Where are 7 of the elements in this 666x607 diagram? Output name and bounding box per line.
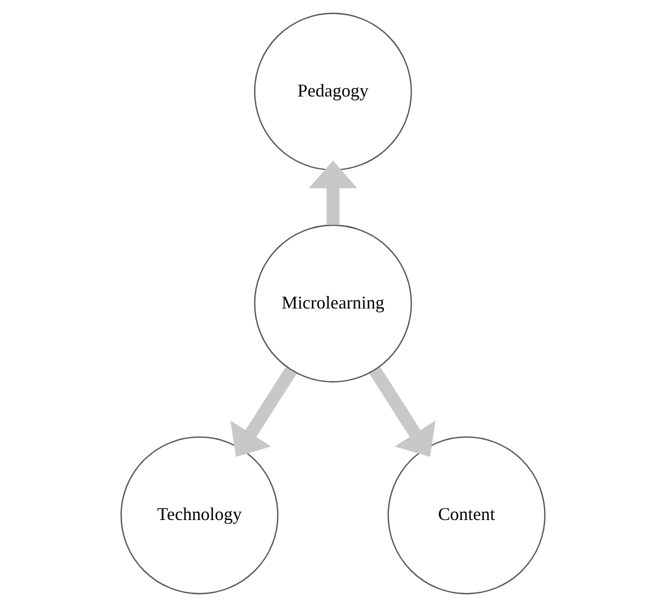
arrow: [308, 160, 358, 225]
arrow: [369, 366, 436, 457]
arrow: [230, 366, 297, 457]
node-circle: Microlearning: [254, 224, 412, 382]
node-circle: Content: [388, 436, 546, 594]
node-circle: Pedagogy: [254, 12, 412, 171]
node-circle: Technology: [120, 436, 278, 594]
